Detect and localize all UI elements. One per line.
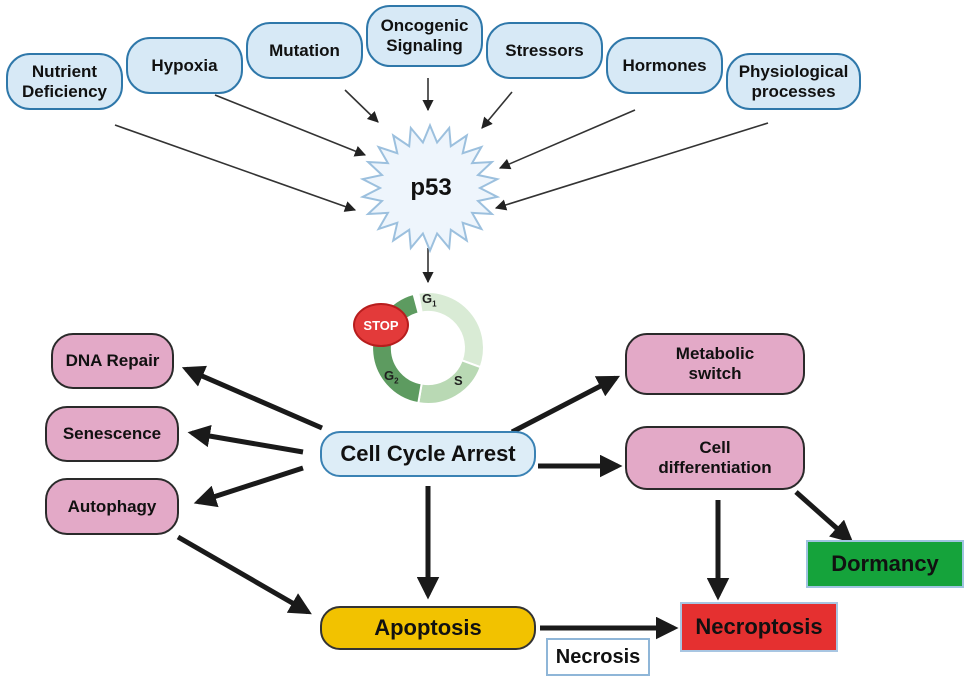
- phase-g1-label: G1: [422, 291, 437, 309]
- phase-g2-letter: G: [384, 368, 395, 383]
- input-mutation: Mutation: [246, 22, 363, 79]
- arrow-autophagy-apoptosis: [176, 534, 312, 615]
- input-hormones: Hormones: [606, 37, 723, 94]
- outcome-dna-repair: DNA Repair: [51, 333, 174, 389]
- input-stressors: Stressors: [486, 22, 603, 79]
- outcome-dna-repair-label: DNA Repair: [65, 351, 160, 371]
- stop-sign: STOP: [353, 303, 409, 347]
- phase-g1-letter: G: [422, 291, 433, 306]
- arrow-mutation-p53: [344, 89, 379, 123]
- cell-cycle-arrest: Cell Cycle Arrest: [320, 431, 536, 477]
- outcome-necroptosis: Necroptosis: [680, 602, 838, 652]
- phase-g2-label: G2: [384, 368, 399, 386]
- p53-starburst: [359, 122, 501, 254]
- cell-cycle-arrest-label: Cell Cycle Arrest: [340, 441, 516, 467]
- arrow-arrest-dna-repair: [181, 365, 323, 431]
- outcome-autophagy: Autophagy: [45, 478, 179, 535]
- input-physiological-processes-label: Physiological processes: [738, 61, 849, 101]
- outcome-senescence-label: Senescence: [62, 424, 162, 444]
- phase-g1-subscript: 1: [432, 299, 437, 309]
- input-nutrient-deficiency-label: Nutrient Deficiency: [21, 61, 108, 101]
- arrow-nutrient-p53: [114, 124, 357, 212]
- p53-label: p53: [410, 174, 452, 201]
- outcome-metabolic-switch: Metabolic switch: [625, 333, 805, 395]
- outcome-metabolic-switch-label: Metabolic switch: [675, 344, 755, 383]
- outcome-cell-differentiation: Cell differentiation: [625, 426, 805, 490]
- input-nutrient-deficiency: Nutrient Deficiency: [6, 53, 123, 110]
- arrow-arrest-autophagy: [193, 465, 304, 508]
- input-hormones-label: Hormones: [622, 55, 707, 75]
- arrow-hypoxia-p53: [214, 94, 367, 157]
- outcome-necrosis: Necrosis: [546, 638, 650, 676]
- outcome-cell-differentiation-label: Cell differentiation: [658, 438, 772, 477]
- arrow-stressors-p53: [481, 91, 513, 129]
- input-mutation-label: Mutation: [269, 40, 340, 60]
- outcome-dormancy: Dormancy: [806, 540, 964, 588]
- arrow-hormones-p53: [498, 109, 636, 170]
- outcome-apoptosis: Apoptosis: [320, 606, 536, 650]
- input-arrows: [114, 78, 769, 284]
- input-stressors-label: Stressors: [505, 40, 584, 60]
- input-hypoxia-label: Hypoxia: [151, 55, 218, 75]
- arrow-arrest-metabolic: [510, 375, 620, 435]
- arrow-arrest-senescence: [187, 424, 304, 455]
- outcome-necroptosis-label: Necroptosis: [695, 614, 823, 640]
- input-hypoxia: Hypoxia: [126, 37, 243, 94]
- outcome-necrosis-label: Necrosis: [555, 645, 641, 668]
- outcome-autophagy-label: Autophagy: [67, 496, 157, 516]
- input-oncogenic-signaling-label: Oncogenic Signaling: [380, 16, 469, 55]
- input-physiological-processes: Physiological processes: [726, 53, 861, 110]
- cycle-segment-s: [417, 359, 482, 405]
- arrow-physiological-p53: [494, 122, 769, 211]
- outcome-senescence: Senescence: [45, 406, 179, 462]
- outcome-apoptosis-label: Apoptosis: [374, 615, 482, 641]
- arrow-differentiation-dormancy: [794, 490, 854, 543]
- phase-g2-subscript: 2: [394, 376, 399, 386]
- phase-s-label: S: [454, 373, 463, 388]
- outcome-dormancy-label: Dormancy: [831, 551, 939, 577]
- input-oncogenic-signaling: Oncogenic Signaling: [366, 5, 483, 67]
- outcome-arrows: [176, 365, 854, 640]
